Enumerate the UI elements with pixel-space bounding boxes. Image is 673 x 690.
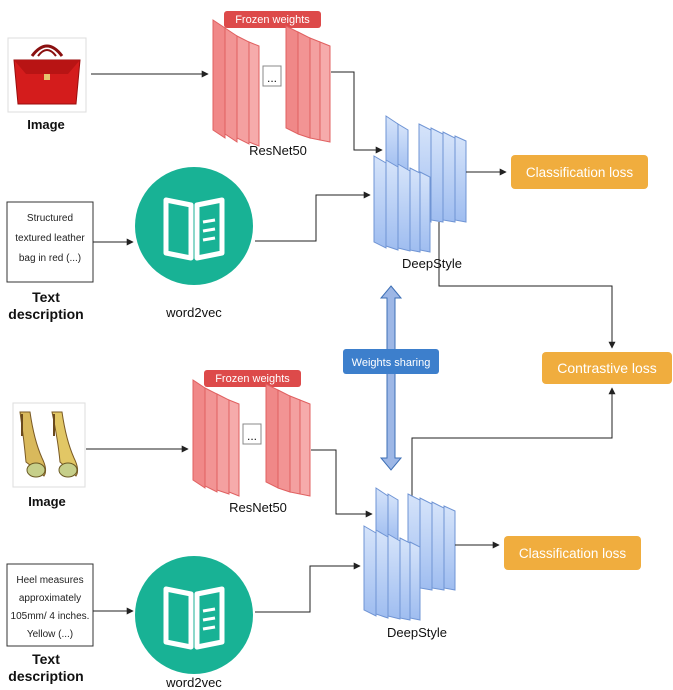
bottom-deepstyle-block [363, 487, 456, 621]
bottom-deepstyle-label: DeepStyle [387, 625, 447, 640]
top-resnet-block: ... [212, 19, 331, 147]
top-description-line-3: bag in red (...) [19, 253, 81, 264]
bottom-word2vec-label: word2vec [165, 675, 222, 690]
bottom-description-line-2: approximately [19, 593, 81, 604]
contrastive-loss-box [542, 352, 672, 384]
bottom-text-label-2: description [8, 668, 83, 684]
top-description-line-1: Structured [27, 213, 73, 224]
top-image-label: Image [27, 117, 65, 132]
bottom-description-line-4: Yellow (...) [27, 629, 73, 640]
top-deepstyle-block [373, 115, 467, 253]
bottom-resnet-block: ... [192, 379, 311, 497]
weights-sharing-double-arrow [379, 285, 403, 471]
top-word2vec-book-icon [135, 167, 253, 285]
top-word2vec-label: word2vec [165, 305, 222, 320]
top-ellipsis-box [262, 65, 282, 87]
bottom-description-line-3: 105mm/ 4 inches. [11, 611, 90, 622]
bag-image [7, 37, 87, 113]
contrastive-connectors [411, 222, 616, 496]
bottom-frozen-weights-label: Frozen weights [215, 373, 290, 385]
bottom-description-line-1: Heel measures [16, 575, 83, 586]
top-frozen-weights-badge [224, 11, 321, 28]
top-text-label-1: Text [32, 289, 60, 305]
bottom-word2vec-book-icon [135, 556, 253, 674]
bottom-frozen-weights-badge [204, 370, 301, 387]
bottom-ellipsis: ... [247, 429, 257, 443]
bottom-classification-loss-box [504, 536, 641, 570]
heels-image [12, 402, 86, 488]
top-text-label-2: description [8, 306, 83, 322]
contrastive-loss-label: Contrastive loss [557, 360, 657, 376]
top-ellipsis: ... [267, 71, 277, 85]
bottom-connectors [86, 445, 500, 615]
bottom-ellipsis-box [242, 423, 262, 445]
top-classification-loss-box [511, 155, 648, 189]
top-connectors [91, 70, 507, 246]
bottom-image-label: Image [28, 494, 66, 509]
bottom-resnet-label: ResNet50 [229, 500, 287, 515]
top-frozen-weights-label: Frozen weights [235, 14, 310, 26]
bottom-classification-loss-label: Classification loss [519, 546, 627, 561]
top-deepstyle-label: DeepStyle [402, 256, 462, 271]
bottom-description-box [6, 563, 94, 647]
weights-sharing-badge [343, 349, 439, 374]
top-description-box [6, 201, 94, 283]
weights-sharing-label: Weights sharing [352, 357, 431, 369]
top-resnet-label: ResNet50 [249, 143, 307, 158]
top-description-line-2: textured leather [15, 233, 85, 244]
top-classification-loss-label: Classification loss [526, 165, 634, 180]
bottom-text-label-1: Text [32, 651, 60, 667]
